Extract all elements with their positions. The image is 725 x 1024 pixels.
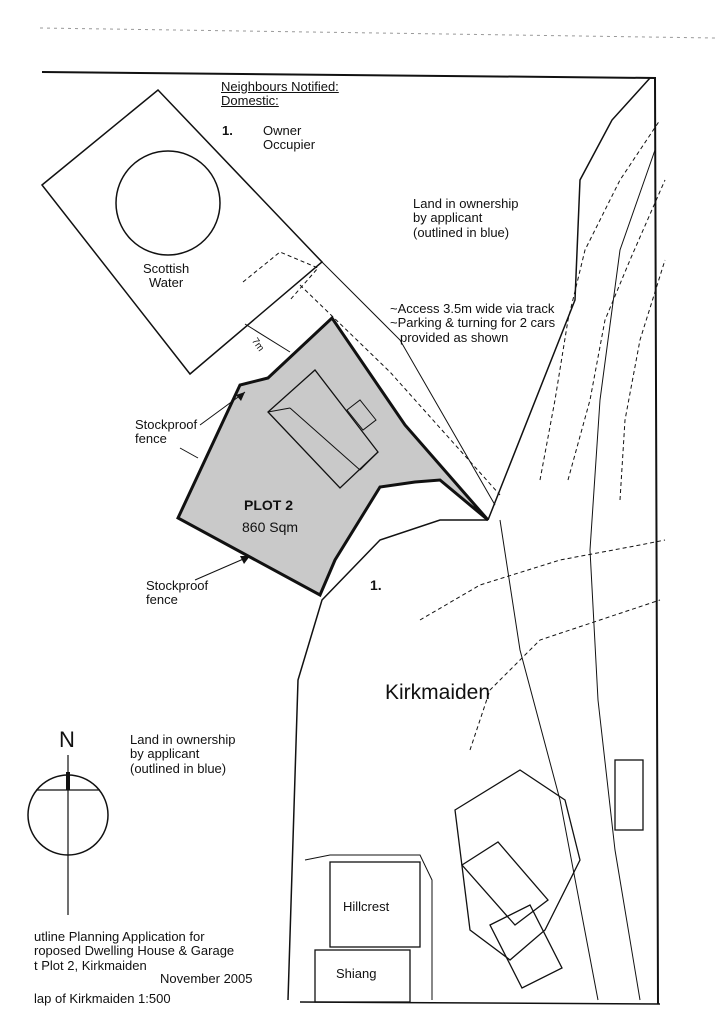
fence-arrow-upper-2 [199,391,246,426]
hillcrest-building [329,861,421,948]
land-top-line-2: by applicant [413,210,483,226]
land-bottom-line-3: (outlined in blue) [130,760,227,776]
access-note-line-2: ~Parking & turning for 2 cars [390,315,556,331]
neighbour-item-text: Owner Occupier [263,123,316,153]
land-ownership-top-label: Land in ownership by applicant (outlined… [413,196,519,240]
stockproof-fence-upper-label: Stockproof fence [135,417,198,447]
arrowhead-1 [236,392,245,401]
access-note-line-1: ~Access 3.5m wide via track [390,301,555,316]
scan-edge-top [39,27,716,39]
road-edge-left [287,519,488,1001]
road-edge-right [499,519,599,1001]
roof-hip-1 [267,407,291,413]
dashed-path-4 [419,539,666,621]
shed-building [614,759,644,831]
building-block-1 [461,841,549,926]
owner-line: Owner [263,123,302,138]
land-bottom-line-2: by applicant [130,746,200,762]
building-cluster [454,769,581,961]
land-top-line-1: Land in ownership [413,196,519,211]
dashed-path-1 [539,119,661,481]
road-edge-main [487,77,651,521]
plot-2-boundary[interactable] [176,315,490,598]
hillcrest-label: Hillcrest [343,899,390,914]
compass-pointer [66,772,70,790]
domestic-subheading: Domestic: [221,93,279,108]
title-line-3: t Plot 2, Kirkmaiden [34,957,147,973]
setback-dimension [244,323,291,353]
title-line-1: utline Planning Application for [34,929,205,944]
dashed-path-2 [567,179,666,481]
title-line-2: roposed Dwelling House & Garage [34,943,235,959]
garage-car [346,399,377,431]
building-block-2 [489,904,563,989]
place-name-kirkmaiden: Kirkmaiden [385,681,491,704]
land-ownership-bottom-label: Land in ownership by applicant (outlined… [130,732,236,776]
dashed-path-3 [619,259,666,501]
dashed-path-5 [469,599,661,751]
title-date: November 2005 [160,971,253,986]
plot-line [304,854,433,1000]
access-note-line-3: provided as shown [400,329,509,345]
scottish-water-line-1: Scottish [143,261,190,276]
track-line [321,261,496,506]
fence-arrow-upper [179,447,199,459]
stockproof-upper-line-2: fence [135,431,167,447]
roof-ridge [289,407,361,471]
stockproof-lower-line-1: Stockproof [146,578,209,593]
plot-area: 860 Sqm [242,519,299,535]
arrowhead-2 [240,556,250,564]
water-dashed-line [242,251,319,301]
land-top-line-3: (outlined in blue) [413,224,510,240]
neighbour-item-number: 1. [222,123,233,138]
neighbours-heading: Neighbours Notified: [221,79,339,94]
stockproof-lower-line-2: fence [146,592,178,608]
neighbour-marker: 1. [370,577,382,593]
north-label: N [59,727,75,752]
shiang-label: Shiang [336,966,377,981]
scottish-water-line-2: Water [149,275,184,291]
access-notes-label: ~Access 3.5m wide via track ~Parking & t… [390,301,556,345]
fence-arrow-lower [194,556,249,581]
stockproof-upper-line-1: Stockproof [135,417,198,432]
occupier-line: Occupier [263,137,316,153]
scottish-water-tank [115,150,221,256]
land-bottom-line-1: Land in ownership [130,732,236,747]
scottish-water-label: Scottish Water [143,261,190,291]
title-block: utline Planning Application for roposed … [34,929,235,973]
map-frame [41,71,659,1005]
roof-hip-2 [359,451,379,471]
map-reference: lap of Kirkmaiden 1:500 [34,991,171,1006]
plot-title: PLOT 2 [244,497,294,513]
shiang-building [314,949,411,1003]
stockproof-fence-lower-label: Stockproof fence [146,578,209,608]
road-edge-far [589,149,656,1001]
